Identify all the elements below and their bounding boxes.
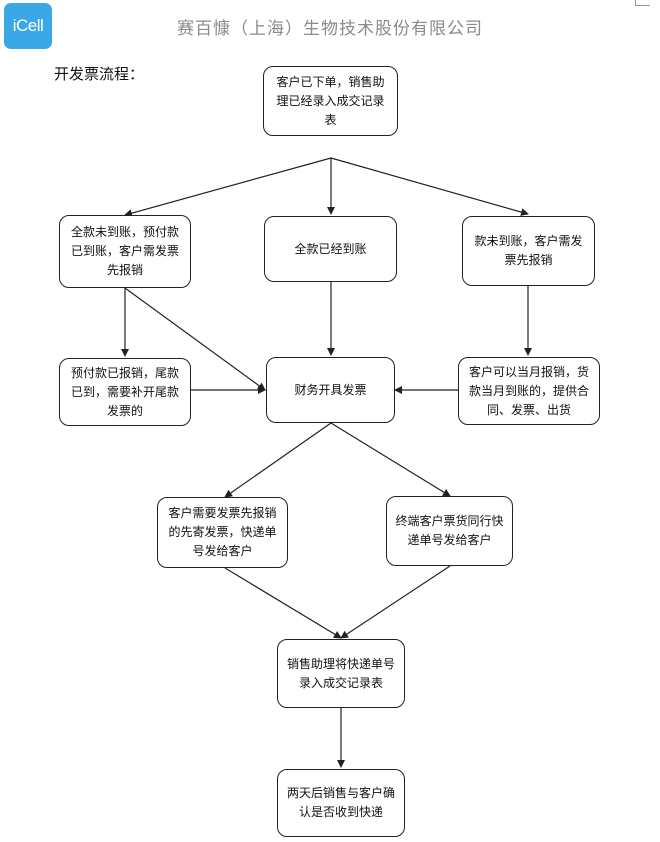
node-fully-paid: 全款已经到账 bbox=[264, 216, 397, 282]
edge-partial-to-finance bbox=[124, 287, 266, 391]
edge-order-to-unpaid bbox=[330, 157, 529, 216]
node-monthly-reimbursement: 客户可以当月报销，货款当月到账的，提供合同、发票、出货 bbox=[458, 357, 600, 425]
company-name: 赛百慷（上海）生物技术股份有限公司 bbox=[177, 19, 483, 39]
corner-mark bbox=[635, 0, 650, 6]
icell-logo: iCell bbox=[4, 3, 52, 49]
node-not-fully-paid-prepaid: 全款未到账，预付款已到账，客户需发票先报销 bbox=[59, 215, 191, 288]
edge-finance-to-with-goods bbox=[330, 422, 451, 497]
node-confirm-receipt: 两天后销售与客户确认是否收到快递 bbox=[277, 769, 405, 837]
node-unpaid-needs-invoice: 款未到账，客户需发票先报销 bbox=[462, 216, 595, 286]
edge-order-to-partial bbox=[124, 157, 332, 217]
node-invoice-with-goods: 终端客户票货同行快递单号发给客户 bbox=[386, 496, 513, 566]
node-prepaid-reimbursed: 预付款已报销，尾款已到，需要补开尾款发票的 bbox=[59, 358, 191, 426]
edge-with-goods-to-record bbox=[340, 565, 451, 639]
node-record-tracking-number: 销售助理将快递单号录入成交记录表 bbox=[277, 639, 405, 708]
page-heading: 开发票流程： bbox=[54, 65, 145, 83]
edge-send-first-to-record bbox=[224, 567, 342, 639]
node-send-invoice-first: 客户需要发票先报销的先寄发票，快递单号发给客户 bbox=[157, 497, 288, 568]
node-order-recorded: 客户已下单，销售助理已经录入成交记录表 bbox=[263, 66, 398, 136]
edge-finance-to-send-first bbox=[224, 422, 332, 498]
node-finance-issues-invoice: 财务开具发票 bbox=[266, 357, 395, 423]
